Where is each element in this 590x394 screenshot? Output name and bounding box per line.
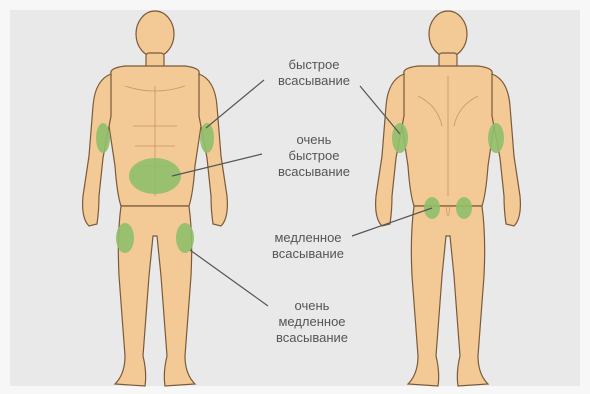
- zone-front-left-arm: [96, 123, 110, 153]
- label-fast-absorption: быстрое всасывание: [258, 57, 370, 89]
- zone-right-thigh: [176, 223, 194, 253]
- label-slow-absorption: медленное всасывание: [252, 230, 364, 262]
- back-figure: [376, 11, 521, 386]
- zone-left-thigh: [116, 223, 134, 253]
- front-figure: [83, 11, 228, 386]
- zone-back-right-arm: [488, 123, 504, 153]
- label-very-slow-absorption: очень медленное всасывание: [256, 298, 368, 346]
- zone-right-buttock: [456, 197, 472, 219]
- label-very-fast-absorption: очень быстрое всасывание: [258, 132, 370, 180]
